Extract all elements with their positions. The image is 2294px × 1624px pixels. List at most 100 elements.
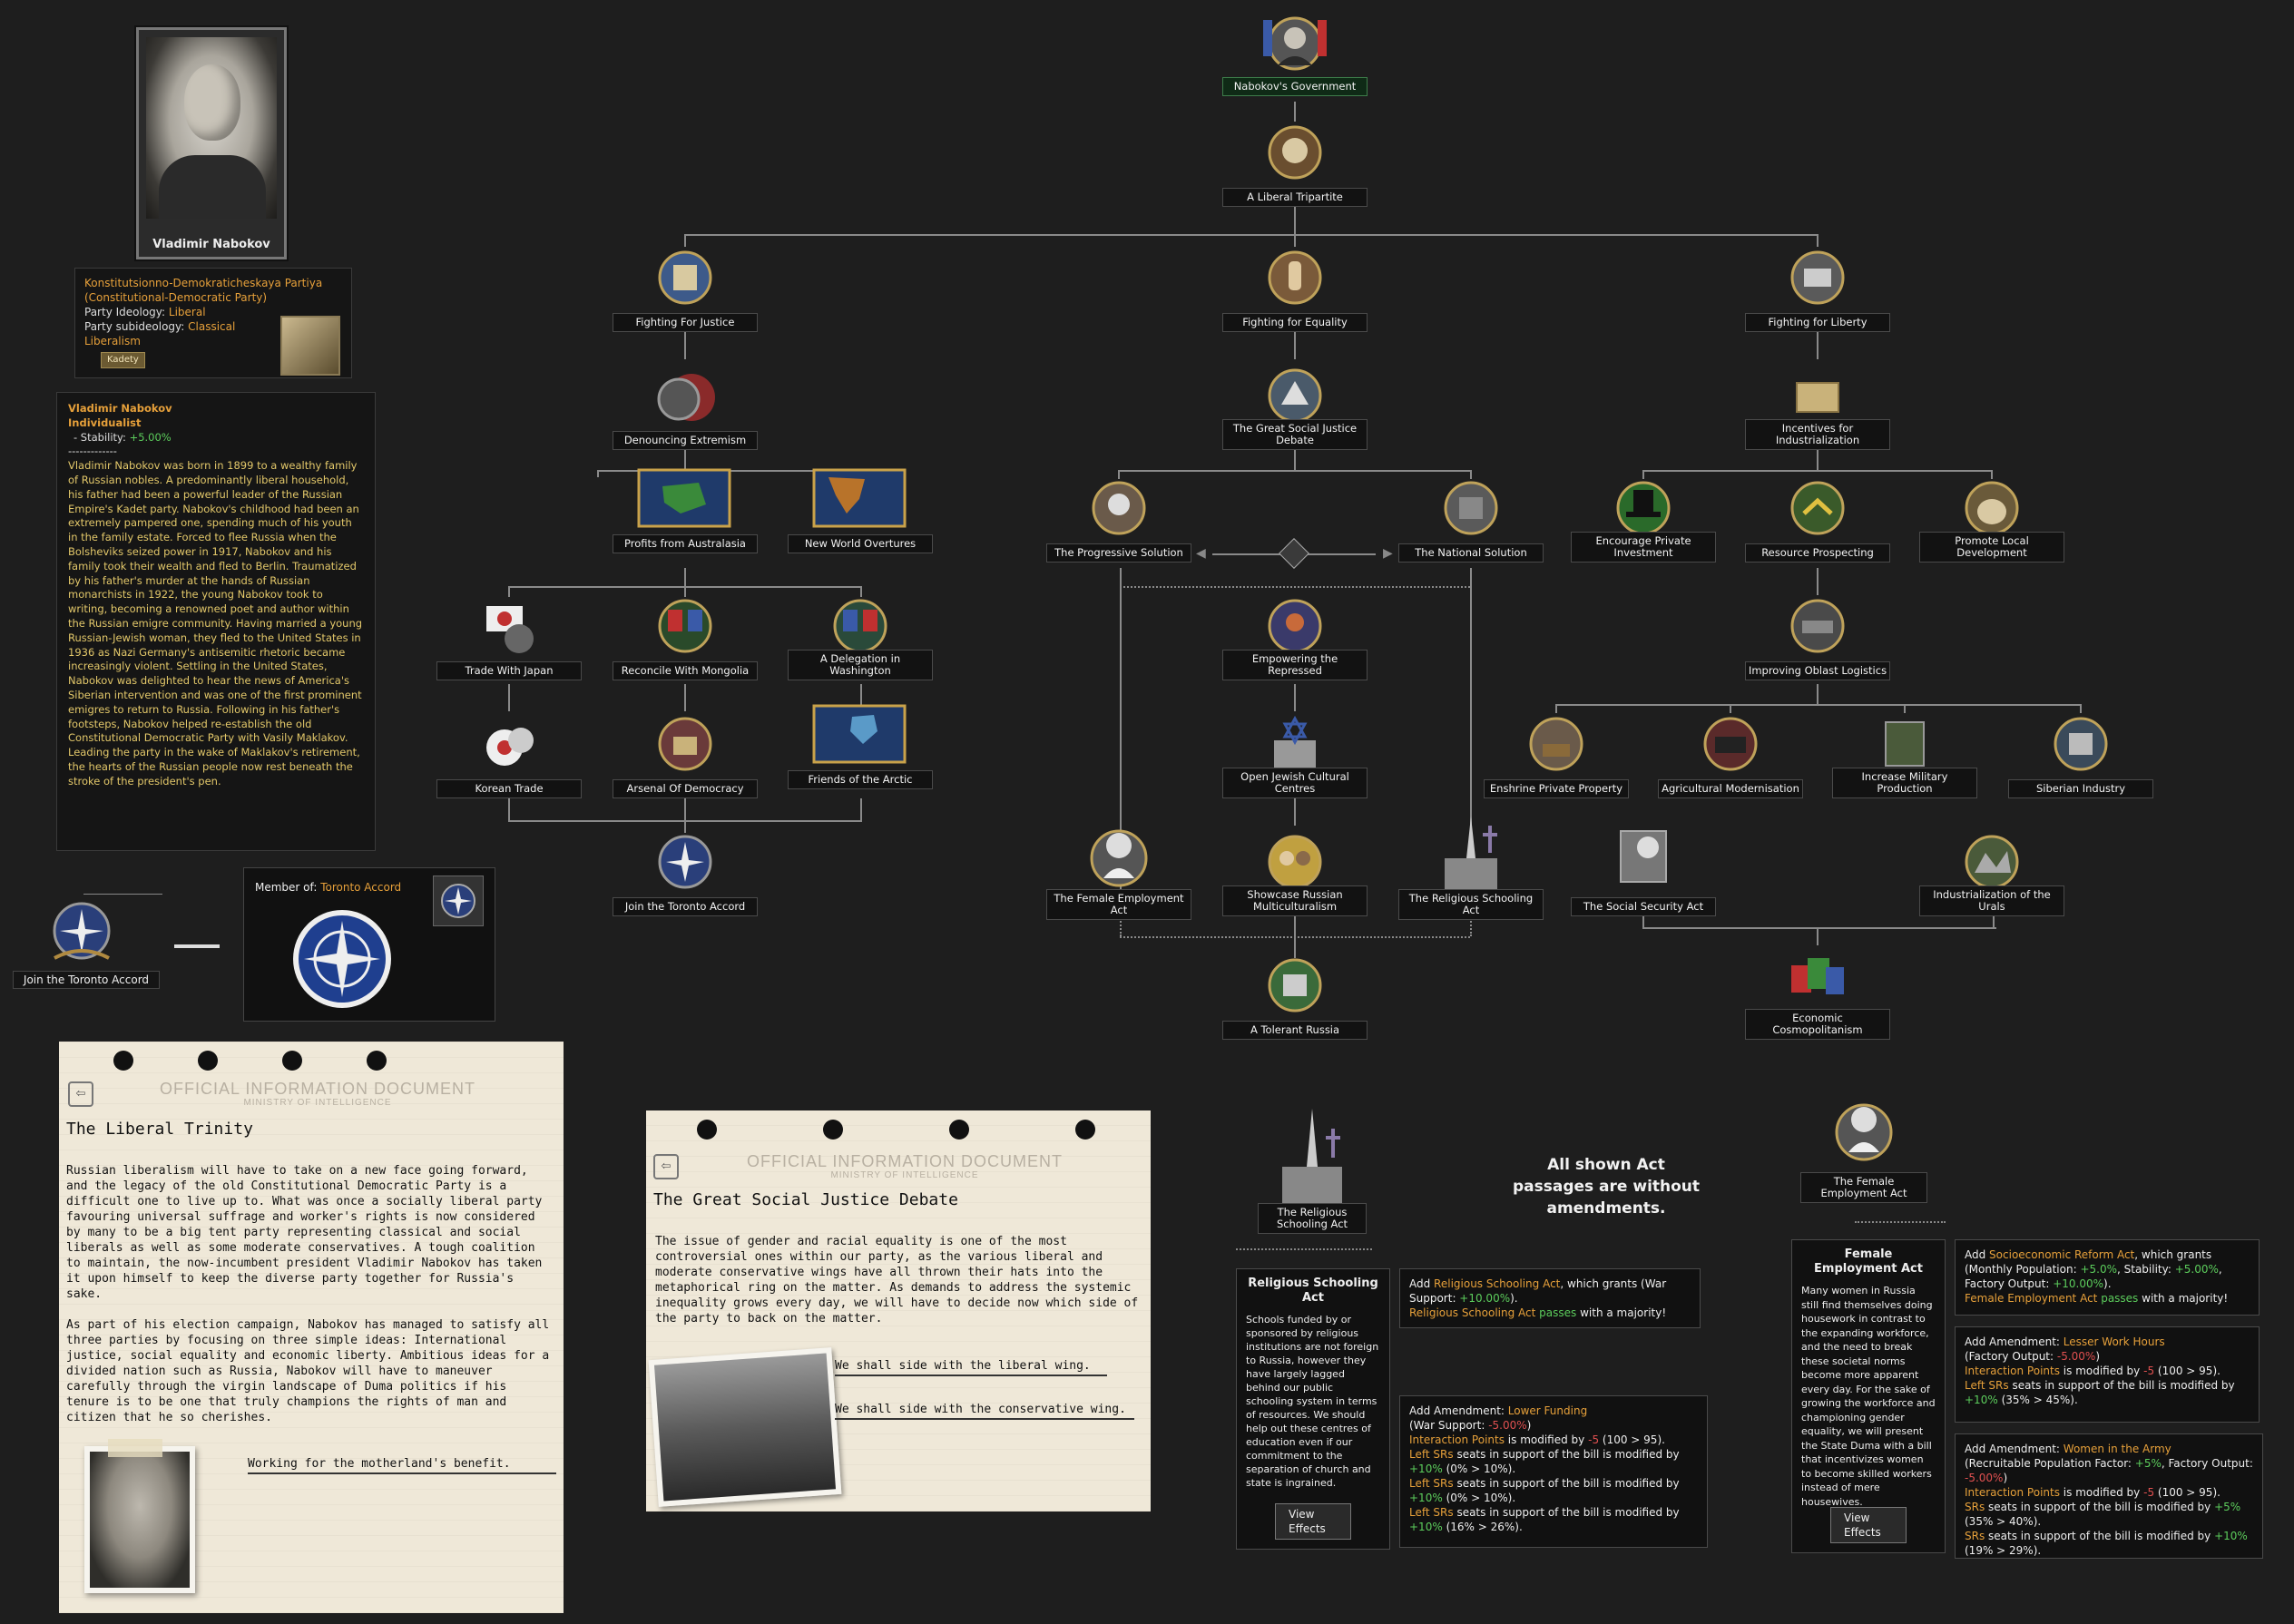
event-option-2[interactable]: We shall side with the conservative wing… — [835, 1403, 1134, 1420]
logistics-icon — [1782, 595, 1853, 662]
subideology-value: Classical Liberalism — [84, 320, 236, 347]
focus-label: The Female Employment Act — [1800, 1172, 1927, 1203]
focus-economic-cosmopolitanism[interactable]: Economic Cosmopolitanism — [1745, 945, 1890, 1040]
member-label: Member of: — [255, 881, 318, 894]
focus-korean-trade[interactable]: Korean Trade — [436, 713, 582, 798]
tolerant-russia-icon — [1260, 954, 1330, 1022]
church-school-icon — [1436, 813, 1506, 895]
party-short-name: Kadety — [101, 352, 145, 368]
focus-join-the-toronto-accord[interactable]: Join the Toronto Accord — [613, 831, 758, 916]
party-name: Konstitutsionno-Demokraticheskaya Partiy… — [84, 277, 323, 289]
urals-icon — [1956, 831, 2027, 898]
focus-label: The Religious Schooling Act — [1258, 1203, 1367, 1234]
focus-female-employment-act[interactable]: The Female Employment Act — [1046, 813, 1191, 920]
focus-label: Reconcile With Mongolia — [613, 661, 758, 680]
focus-reconcile-with-mongolia[interactable]: Reconcile With Mongolia — [613, 595, 758, 680]
focus-delegation-in-washington[interactable]: A Delegation in Washington — [788, 595, 933, 680]
focus-label: Empowering the Repressed — [1222, 650, 1368, 680]
focus-fighting-for-liberty[interactable]: Fighting for Liberty — [1745, 247, 1890, 332]
focus-label: Industrialization of the Urals — [1919, 885, 2064, 916]
focus-agricultural-modernisation[interactable]: Agricultural Modernisation — [1658, 713, 1803, 798]
empowering-icon — [1260, 595, 1330, 662]
doc-paragraph-2: As part of his election campaign, Naboko… — [66, 1318, 550, 1424]
focus-great-social-justice-debate[interactable]: The Great Social Justice Debate — [1222, 365, 1368, 450]
focus-a-tolerant-russia[interactable]: A Tolerant Russia — [1222, 954, 1368, 1040]
back-arrow-icon[interactable]: ⇦ — [68, 1081, 93, 1107]
focus-fighting-for-justice[interactable]: Fighting For Justice — [613, 247, 758, 332]
focus-increase-military-production[interactable]: Increase Military Production — [1832, 713, 1977, 798]
focus-social-security-act[interactable]: The Social Security Act — [1571, 822, 1716, 916]
justice-scales-icon — [650, 247, 721, 314]
focus-label: Siberian Industry — [2008, 779, 2153, 798]
money-bag-icon — [1956, 477, 2027, 544]
focus-promote-local-development[interactable]: Promote Local Development — [1919, 477, 2064, 563]
doc-subheader: MINISTRY OF INTELLIGENCE — [830, 1170, 979, 1180]
focus-industrialization-of-the-urals[interactable]: Industrialization of the Urals — [1919, 831, 2064, 916]
bio-divider: ------------- — [68, 445, 117, 458]
korea-flag-icon — [474, 713, 544, 780]
event-option-1[interactable]: We shall side with the liberal wing. — [835, 1359, 1107, 1376]
view-effects-button[interactable]: View Effects — [1830, 1507, 1907, 1543]
focus-label: The Great Social Justice Debate — [1222, 419, 1368, 450]
focus-resource-prospecting[interactable]: Resource Prospecting — [1745, 477, 1890, 563]
focus-label: Trade With Japan — [436, 661, 582, 680]
focus-empowering-the-repressed[interactable]: Empowering the Repressed — [1222, 595, 1368, 680]
focus-liberal-tripartite[interactable]: A Liberal Tripartite — [1222, 122, 1368, 207]
focus-friends-of-the-arctic[interactable]: Friends of the Arctic — [788, 704, 933, 789]
doc-subheader: MINISTRY OF INTELLIGENCE — [243, 1098, 392, 1108]
focus-denouncing-extremism[interactable]: Denouncing Extremism — [613, 365, 758, 450]
doc-paragraph-1: The issue of gender and racial equality … — [655, 1235, 1139, 1326]
focus-fighting-for-equality[interactable]: Fighting for Equality — [1222, 247, 1368, 332]
doc-title: The Liberal Trinity — [66, 1120, 253, 1139]
focus-label: Fighting for Equality — [1222, 313, 1368, 332]
religious-act-amendment: Add Amendment: Lower Funding (War Suppor… — [1399, 1395, 1708, 1548]
focus-siberian-industry[interactable]: Siberian Industry — [2008, 713, 2153, 798]
tooltip-description: Many women in Russia still find themselv… — [1801, 1285, 1936, 1508]
mongolia-flags-icon — [650, 595, 721, 662]
focus-label: Open Jewish Cultural Centres — [1222, 768, 1368, 798]
annotation-note: All shown Act passages are without amend… — [1512, 1156, 1701, 1218]
focus-label: Increase Military Production — [1832, 768, 1977, 798]
focus-religious-schooling-act-detail[interactable]: The Religious Schooling Act — [1240, 1103, 1385, 1234]
focus-arsenal-of-democracy[interactable]: Arsenal Of Democracy — [613, 713, 758, 798]
focus-profits-from-australasia[interactable]: Profits from Australasia — [613, 468, 758, 553]
toronto-accord-focus-label[interactable]: Join the Toronto Accord — [13, 971, 160, 989]
focus-encourage-private-investment[interactable]: Encourage Private Investment — [1571, 477, 1716, 563]
focus-progressive-solution[interactable]: The Progressive Solution — [1046, 477, 1191, 563]
ideology-label: Party Ideology: — [84, 306, 166, 318]
event-option-1[interactable]: Working for the motherland's benefit. — [248, 1457, 556, 1474]
arctic-map-icon — [810, 704, 910, 771]
usa-flags-icon — [825, 595, 896, 662]
focus-enshrine-private-property[interactable]: Enshrine Private Property — [1484, 713, 1629, 798]
female-worker-icon — [1083, 813, 1154, 895]
back-arrow-icon[interactable]: ⇦ — [653, 1154, 679, 1179]
female-act-tooltip: Female Employment Act Many women in Russ… — [1791, 1239, 1946, 1553]
focus-incentives-for-industrialization[interactable]: Incentives for Industrialization — [1745, 365, 1890, 450]
extremism-icon — [650, 365, 721, 432]
focus-female-employment-act-detail[interactable]: The Female Employment Act — [1791, 1085, 1936, 1203]
tractor-icon — [1695, 713, 1766, 780]
doc-photo-flag — [648, 1347, 842, 1507]
focus-new-world-overtures[interactable]: New World Overtures — [788, 468, 933, 553]
japan-flag-icon — [474, 595, 544, 662]
focus-label: Nabokov's Government — [1222, 77, 1368, 96]
tooltip-description: Schools funded by or sponsored by religi… — [1246, 1314, 1379, 1489]
focus-showcase-russian-multiculturalism[interactable]: Showcase Russian Multiculturalism — [1222, 831, 1368, 916]
focus-national-solution[interactable]: The National Solution — [1398, 477, 1544, 563]
focus-improving-oblast-logistics[interactable]: Improving Oblast Logistics — [1745, 595, 1890, 680]
money-stack-icon — [1782, 365, 1853, 432]
focus-trade-with-japan[interactable]: Trade With Japan — [436, 595, 582, 680]
americas-map-icon — [810, 468, 910, 535]
focus-nabokovs-government[interactable]: Nabokov's Government — [1222, 11, 1368, 96]
religious-act-tooltip: Religious Schooling Act Schools funded b… — [1236, 1268, 1390, 1550]
female-act-effect: Add Socioeconomic Reform Act, which gran… — [1955, 1239, 2260, 1316]
view-effects-button[interactable]: View Effects — [1275, 1503, 1351, 1540]
bio-stat-label: - Stability: — [74, 430, 126, 444]
focus-religious-schooling-act[interactable]: The Religious Schooling Act — [1398, 813, 1544, 920]
focus-label: The Progressive Solution — [1046, 543, 1191, 563]
focus-open-jewish-cultural-centres[interactable]: Open Jewish Cultural Centres — [1222, 713, 1368, 798]
toronto-accord-emblem-icon — [291, 908, 393, 1010]
toronto-accord-focus-icon[interactable] — [45, 898, 118, 971]
party-panel: Konstitutsionno-Demokraticheskaya Partiy… — [74, 268, 352, 378]
focus-label: A Delegation in Washington — [788, 650, 933, 680]
